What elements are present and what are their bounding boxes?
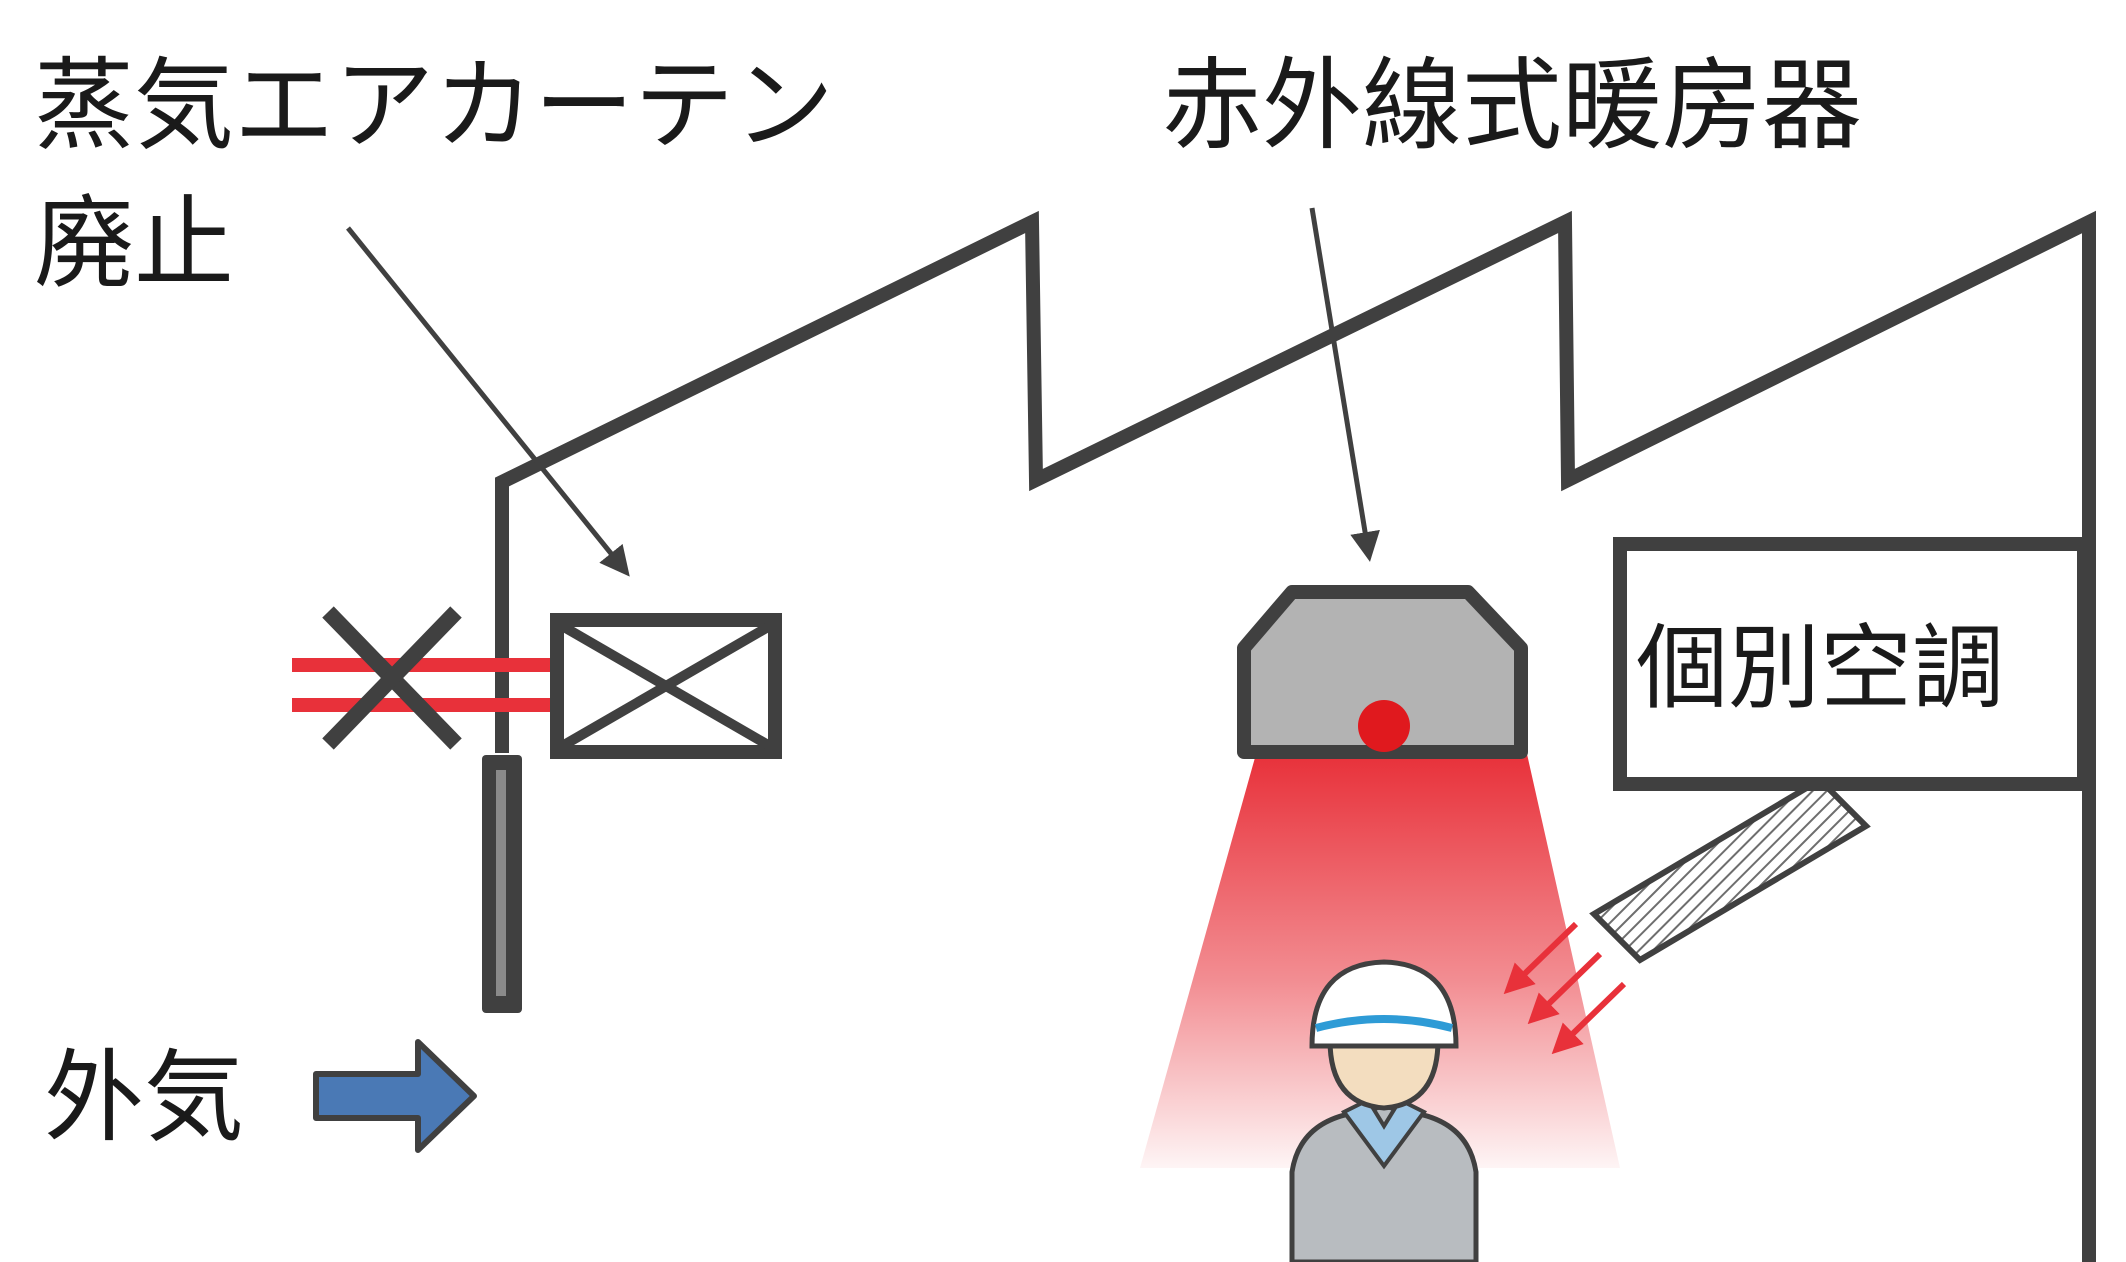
helmet-stripe [1314, 1015, 1454, 1032]
crossed-box-icon [550, 613, 782, 759]
infrared-heater-icon [1237, 585, 1528, 759]
block-arrow-right-icon [313, 1039, 477, 1153]
worker-face [1327, 1037, 1441, 1111]
individual-ac-label: 個別空調 [1636, 615, 2004, 722]
x-mark-icon [322, 606, 462, 750]
hatched-duct-icon [1589, 776, 1871, 964]
heater-leader-arrow [1309, 207, 1380, 562]
heater-lamp [1358, 700, 1410, 752]
individual-ac-box [1613, 537, 2091, 791]
curtain-leader-arrow [346, 226, 630, 577]
entrance-door-bar-highlight [496, 770, 506, 996]
ac-airflow-arrows [1503, 921, 1627, 1055]
steam-curtain-label-line1: 蒸気エアカーテン [34, 47, 834, 164]
worker-helmet-icon [1289, 959, 1479, 1262]
outside-air-label: 外気 [44, 1039, 244, 1156]
steam-curtain-label-line2: 廃止 [34, 185, 234, 302]
infrared-heater-label: 赤外線式暖房器 [1162, 47, 1862, 164]
